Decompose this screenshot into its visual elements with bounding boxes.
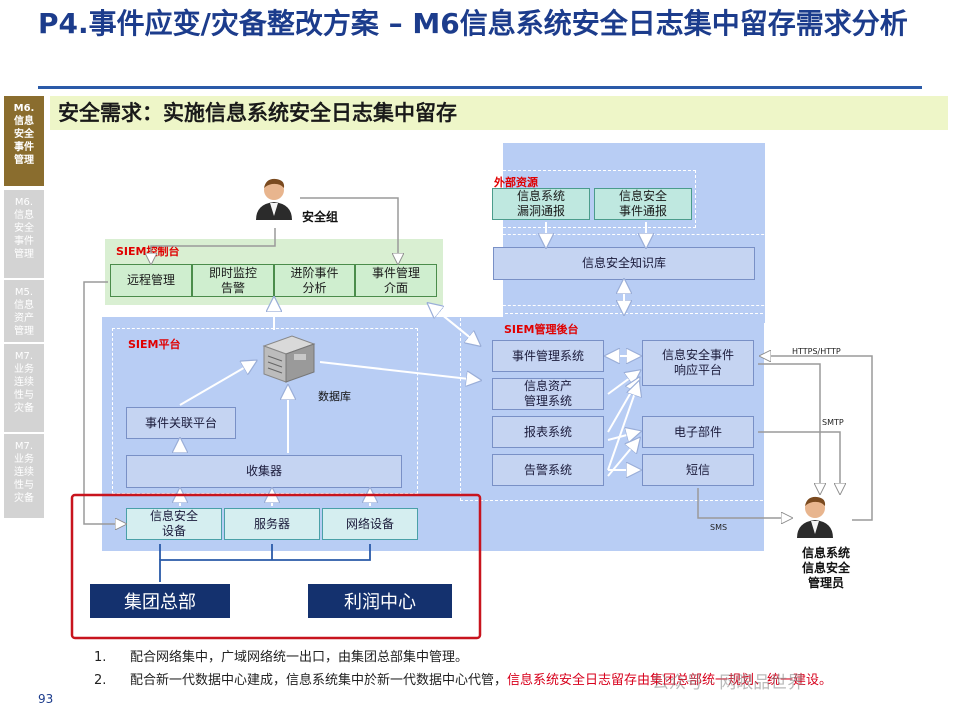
- sidebar-item-m5[interactable]: M5. 信息 资产 管理: [4, 280, 44, 342]
- admin-person-icon: [797, 496, 833, 538]
- note-2-number: 2.: [94, 673, 107, 688]
- sidebar-item-m7-b[interactable]: M7. 业务 连续 性与 灾备: [4, 434, 44, 518]
- backend-event-management: 事件管理系统: [492, 340, 604, 372]
- backend-alert-system: 告警系统: [492, 454, 604, 486]
- sidebar-item-m6-active[interactable]: M6. 信息 安全 事件 管理: [4, 96, 44, 186]
- console-realtime-alert: 即时监控 告警: [192, 264, 274, 297]
- requirement-banner-text: 安全需求：实施信息系统安全日志集中留存: [58, 101, 457, 125]
- note-1-text: 配合网络集中，广域网络统一出口，由集团总部集中管理。: [130, 650, 469, 665]
- siem-console-label: SIEM控制台: [116, 245, 180, 258]
- source-security-device: 信息安全 设备: [126, 508, 222, 540]
- sidebar-item-m7[interactable]: M7. 业务 连续 性与 灾备: [4, 344, 44, 432]
- page-number: 93: [38, 692, 54, 706]
- database-server-icon: [262, 335, 316, 383]
- note-1-number: 1.: [94, 650, 107, 665]
- backend-incident-response: 信息安全事件 响应平台: [642, 340, 754, 386]
- knowledge-base: 信息安全知识库: [493, 247, 755, 280]
- console-advanced-analysis: 进阶事件 分析: [274, 264, 355, 297]
- siem-platform-label: SIEM平台: [128, 338, 181, 351]
- siem-backend-label: SIEM管理後台: [504, 323, 579, 336]
- protocol-https-label: HTTPS/HTTP: [792, 347, 841, 356]
- backend-sms: 短信: [642, 454, 754, 486]
- incident-notice: 信息安全 事件通报: [594, 188, 692, 220]
- external-frame: [488, 170, 696, 228]
- page-title: P4.事件应变/灾备整改方案 – M6信息系统安全日志集中留存需求分析: [38, 7, 908, 40]
- source-network-device: 网络设备: [322, 508, 418, 540]
- protocol-smtp-label: SMTP: [822, 418, 844, 427]
- security-group-label: 安全组: [302, 210, 339, 224]
- note-2-text: 配合新一代数据中心建成，信息系统集中於新一代数据中心代管，信息系统安全日志留存由…: [130, 671, 920, 691]
- note-2-main: 配合新一代数据中心建成，信息系统集中於新一代数据中心代管，: [130, 673, 508, 688]
- vuln-notice: 信息系统 漏洞通报: [492, 188, 590, 220]
- console-remote-management: 远程管理: [110, 264, 192, 297]
- collector: 收集器: [126, 455, 402, 488]
- org-group-hq: 集团总部: [90, 584, 230, 618]
- note-2-highlight: 信息系统安全日志留存由集团总部统一规划、统一建设。: [507, 673, 833, 688]
- source-server: 服务器: [224, 508, 320, 540]
- requirement-banner: [50, 96, 948, 130]
- watermark: 公众号 · 网眼品世界: [652, 673, 805, 693]
- external-resources-label: 外部资源: [494, 176, 538, 189]
- admin-label: 信息系统 信息安全 管理员: [801, 546, 850, 590]
- backend-email: 电子部件: [642, 416, 754, 448]
- database-label: 数据库: [318, 390, 351, 403]
- security-group-person-icon: [256, 178, 292, 220]
- title-divider: [38, 86, 922, 89]
- console-event-interface: 事件管理 介面: [355, 264, 437, 297]
- backend-report-system: 报表系统: [492, 416, 604, 448]
- sidebar-item-m6[interactable]: M6. 信息 安全 事件 管理: [4, 190, 44, 278]
- event-correlation-platform: 事件关联平台: [126, 407, 236, 439]
- backend-asset-management: 信息资产 管理系统: [492, 378, 604, 410]
- org-profit-center: 利润中心: [308, 584, 452, 618]
- knowledge-frame: [488, 234, 784, 306]
- protocol-sms-label: SMS: [710, 523, 728, 532]
